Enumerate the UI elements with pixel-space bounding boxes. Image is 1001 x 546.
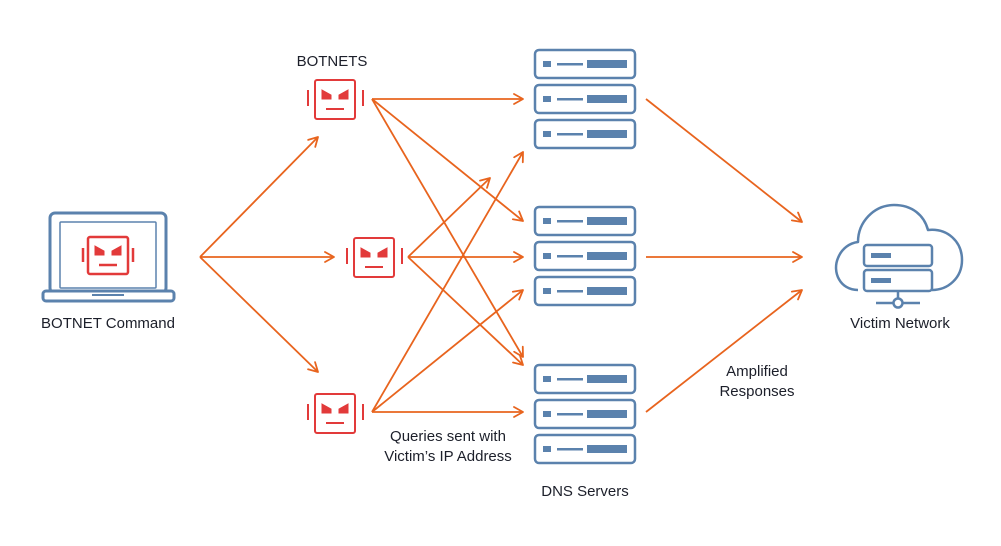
botnet-command-label: BOTNET Command — [41, 315, 175, 332]
victim-network-label: Victim Network — [850, 315, 950, 332]
queries-label-line2: Victim’s IP Address — [384, 448, 512, 465]
server-rack-icon — [533, 363, 637, 465]
bot-icon — [346, 237, 403, 278]
query-arrows — [371, 93, 524, 418]
server-rack-icon — [533, 48, 637, 150]
amplified-label-line2: Responses — [719, 383, 795, 400]
server-rack-icon — [533, 205, 637, 307]
bot-icon — [307, 393, 364, 434]
bot-icon — [307, 79, 364, 120]
arrow-command-to-bot-top — [199, 136, 319, 258]
laptop-bot-icon — [41, 211, 176, 303]
bot-face-icon — [81, 235, 135, 276]
arrow-command-to-bot-bottom — [199, 256, 319, 373]
dns-servers-label: DNS Servers — [541, 483, 629, 500]
response-arrows — [645, 98, 803, 413]
amplified-label-line1: Amplified — [726, 363, 788, 380]
botnets-label: BOTNETS — [296, 53, 368, 70]
cloud-server-icon — [834, 203, 964, 309]
queries-label-line1: Queries sent with — [390, 428, 506, 445]
command-arrows — [199, 136, 335, 373]
